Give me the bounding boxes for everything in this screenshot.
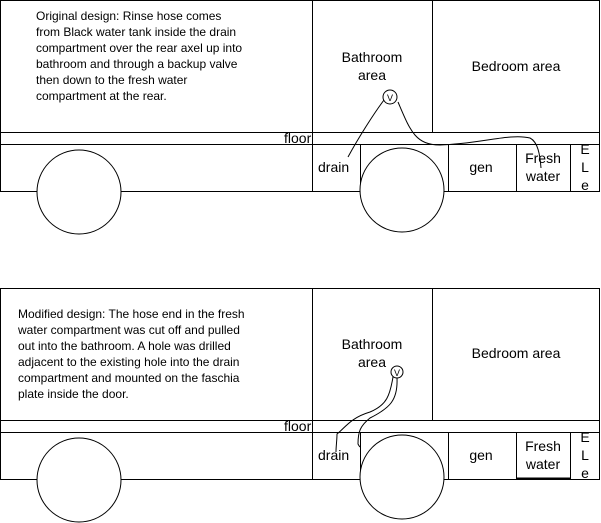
bedroom-label: Bedroom area (472, 58, 561, 74)
front-wheel (36, 149, 122, 235)
floor-label: floor (284, 130, 312, 146)
description-line: out into the bathroom. A hole was drille… (18, 339, 231, 353)
bedroom-label: Bedroom area (472, 345, 561, 361)
drain-label: drain (318, 159, 349, 175)
rinse-hose-cut-end (357, 377, 398, 448)
original-design-diagram: Original design: Rinse hose comes from B… (0, 0, 600, 235)
fresh-water-label: Fresh (525, 150, 561, 166)
ele-label: L (581, 159, 589, 175)
rv-body-outline (0, 0, 600, 192)
description-line: adjacent to the existing hole into the d… (18, 355, 239, 369)
ele-label: e (581, 177, 589, 193)
ele-label: E (580, 141, 589, 157)
modified-design-diagram: Modified design: The hose end in the fre… (0, 288, 600, 523)
description-line: from Black water tank inside the drain (36, 25, 236, 39)
description-line: plate inside the door. (18, 387, 129, 401)
valve-label: V (394, 368, 400, 378)
backup-valve-icon (390, 365, 404, 379)
bathroom-label: area (358, 67, 386, 83)
description-line: compartment at the rear. (36, 89, 167, 103)
gen-label: gen (469, 447, 492, 463)
description-line: Modified design: The hose end in the fre… (18, 307, 245, 321)
description-line: bathroom and through a backup valve (36, 57, 238, 71)
description-line: water compartment was cut off and pulled (17, 323, 240, 337)
rear-wheel (359, 147, 445, 233)
fresh-water-label: Fresh (525, 438, 561, 454)
ele-label: E (580, 429, 589, 445)
description-line: compartment and mounted on the faschia (18, 371, 240, 385)
rinse-hose-fresh-side (397, 101, 542, 169)
ele-label: L (581, 447, 589, 463)
fresh-water-label: water (525, 456, 561, 472)
fresh-water-label: water (525, 168, 561, 184)
bathroom-label: Bathroom (342, 336, 403, 352)
rinse-hose-drain-side (347, 99, 385, 158)
backup-valve-icon (382, 89, 398, 105)
description-line: then down to the fresh water (36, 73, 187, 87)
description-line: compartment over the rear axel up into (36, 41, 242, 55)
gen-label: gen (469, 159, 492, 175)
rinse-hose-drain-side (335, 376, 394, 453)
bathroom-label: area (358, 354, 386, 370)
valve-label: V (387, 93, 393, 103)
front-wheel (36, 437, 122, 523)
drain-label: drain (318, 447, 349, 463)
floor-label: floor (284, 418, 312, 434)
description-line: Original design: Rinse hose comes (36, 9, 221, 23)
bathroom-label: Bathroom (342, 49, 403, 65)
rear-wheel (359, 434, 445, 520)
rv-body-outline (0, 288, 600, 480)
ele-label: e (581, 465, 589, 481)
